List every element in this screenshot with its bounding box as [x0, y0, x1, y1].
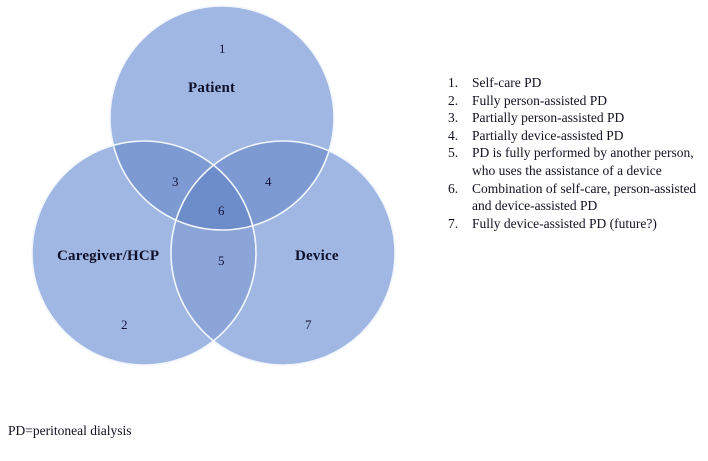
circle-outline-device: [170, 140, 396, 366]
venn-circles-graphic: [31, 5, 396, 366]
circle-outline-patient: [109, 5, 335, 231]
venn-region-number-device-only: 7: [305, 317, 312, 332]
legend-item-number: 6.: [448, 180, 459, 196]
legend-item-text: Combination of self-care, person-assiste…: [472, 180, 697, 214]
legend-item: 7. Fully device-assisted PD (future?): [448, 215, 706, 233]
legend-item-text: Partially device-assisted PD: [472, 127, 624, 143]
circle-outline-caregiver: [31, 140, 257, 366]
venn-region-number-caregiver-device: 5: [218, 253, 225, 268]
legend-item: 6. Combination of self-care, person-assi…: [448, 180, 706, 215]
legend-item-number: 4.: [448, 127, 459, 143]
legend-item-number: 2.: [448, 92, 459, 108]
legend-item-text: Fully person-assisted PD: [472, 92, 607, 108]
venn-diagram: Patient Caregiver/HCP Device 1 2 3 4 5 6…: [31, 5, 396, 366]
legend-item-text: Partially person-assisted PD: [472, 110, 625, 126]
legend-item-number: 1.: [448, 75, 459, 90]
legend-item-text: Fully device-assisted PD (future?): [472, 215, 657, 231]
legend-list: 1. Self-care PD 2. Fully person-assisted…: [448, 74, 706, 232]
legend-item: 4. Partially device-assisted PD: [448, 127, 706, 145]
legend-item: 5. PD is fully performed by another pers…: [448, 144, 706, 179]
venn-label-patient: Patient: [188, 80, 236, 96]
venn-region-number-patient-caregiver: 3: [172, 174, 179, 189]
legend-item-number: 7.: [448, 215, 459, 231]
venn-region-number-caregiver-only: 2: [121, 317, 128, 332]
legend-item-text: Self-care PD: [472, 75, 542, 90]
venn-region-number-patient-only: 1: [219, 41, 226, 56]
venn-region-number-all-three: 6: [218, 203, 225, 218]
legend-item-number: 5.: [448, 145, 459, 161]
legend-item: 2. Fully person-assisted PD: [448, 92, 706, 110]
legend-item-number: 3.: [448, 110, 459, 126]
legend-item: 1. Self-care PD: [448, 74, 706, 92]
venn-region-number-patient-device: 4: [265, 174, 272, 189]
venn-label-caregiver: Caregiver/HCP: [57, 248, 160, 264]
legend-item: 3. Partially person-assisted PD: [448, 109, 706, 127]
venn-label-device: Device: [295, 248, 339, 264]
overlap-all-three: [171, 141, 256, 230]
legend-item-text: PD is fully performed by another person,…: [472, 145, 694, 178]
figure-footnote: PD=peritoneal dialysis: [8, 423, 132, 438]
